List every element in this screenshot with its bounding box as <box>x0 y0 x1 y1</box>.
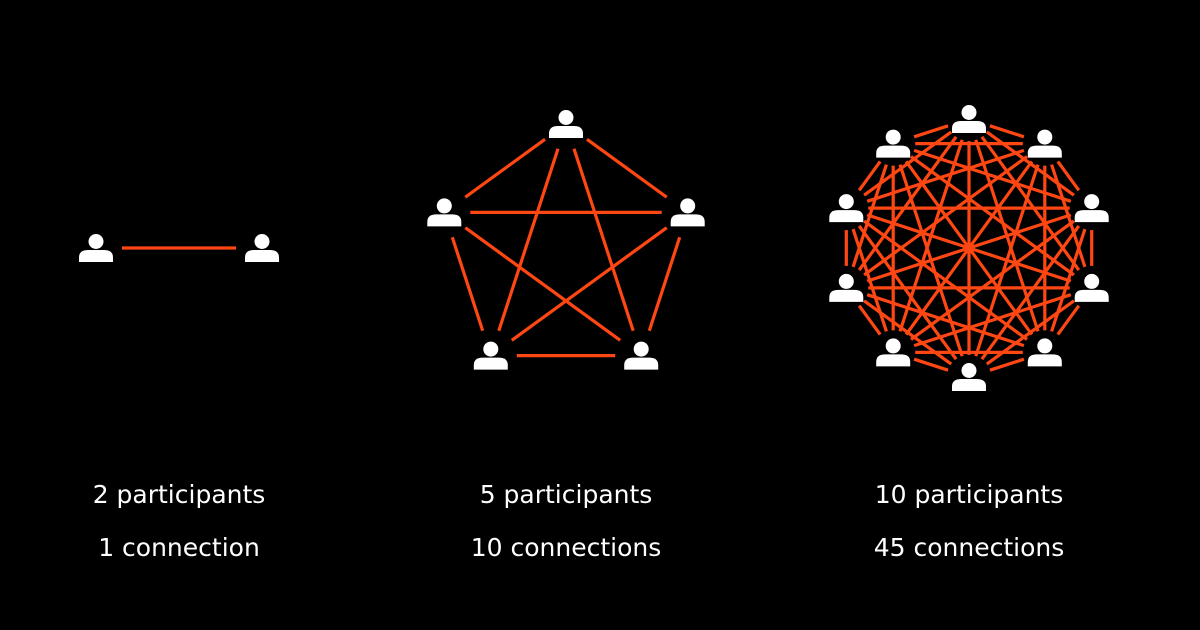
connection-line <box>989 124 1025 139</box>
connection-line <box>1056 160 1081 192</box>
user-icon <box>1027 129 1062 158</box>
connection-line <box>572 148 635 332</box>
connection-line <box>857 304 882 336</box>
connection-line <box>851 228 888 332</box>
connection-line <box>851 164 888 268</box>
connection-line <box>913 148 1072 203</box>
user-icon <box>427 198 462 227</box>
network-1-connections-label: 1 connection <box>98 533 260 562</box>
user-icon <box>876 338 911 367</box>
connections-layer <box>122 124 1094 372</box>
connection-line <box>989 357 1025 372</box>
connection-line <box>863 219 1028 341</box>
network-3-participants-label: 10 participants <box>874 480 1064 509</box>
network-3-connections-label: 45 connections <box>873 533 1065 562</box>
connection-line <box>913 357 949 372</box>
network-2-participants-label: 5 participants <box>479 480 653 509</box>
user-icon <box>245 234 279 262</box>
user-icon <box>473 341 508 370</box>
connection-line <box>898 164 964 357</box>
user-icon <box>829 273 864 302</box>
connection-line <box>647 236 682 332</box>
network-2-connections-label: 10 connections <box>470 533 662 562</box>
user-icon <box>549 110 583 138</box>
connection-line <box>1056 304 1081 336</box>
connection-line <box>497 148 560 332</box>
user-icon <box>829 194 864 223</box>
connection-line <box>464 226 622 342</box>
connection-line <box>857 224 958 361</box>
network-1-participants-label: 2 participants <box>92 480 266 509</box>
user-icon <box>670 198 705 227</box>
connection-line <box>913 124 949 139</box>
user-icon <box>876 129 911 158</box>
user-icon <box>952 105 986 133</box>
connection-line <box>450 236 485 332</box>
user-icon <box>1074 194 1109 223</box>
connection-line <box>910 155 1075 277</box>
connection-line <box>586 138 668 199</box>
user-icon <box>624 341 659 370</box>
connection-line <box>510 226 668 342</box>
user-icon <box>1074 273 1109 302</box>
connection-line <box>857 160 882 192</box>
connection-line <box>464 138 546 199</box>
user-icon <box>1027 338 1062 367</box>
user-icon <box>79 234 113 262</box>
connection-line <box>904 160 1034 336</box>
user-icon <box>952 363 986 391</box>
